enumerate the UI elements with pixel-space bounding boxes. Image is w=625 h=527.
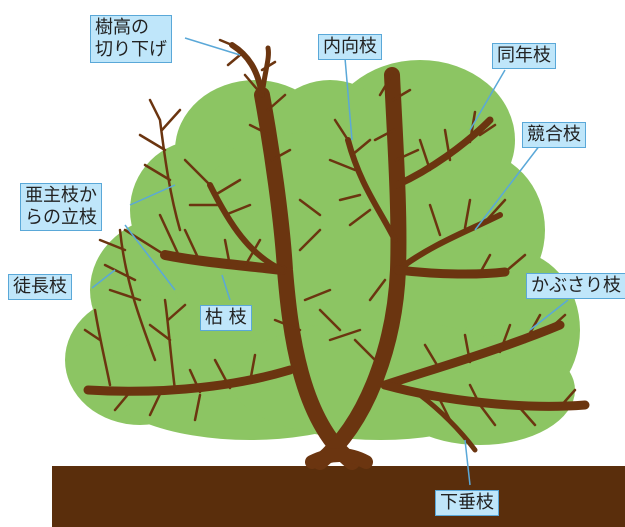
label-crown-cut: 樹高の 切り下げ — [90, 15, 172, 63]
label-drooping-branch: 下垂枝 — [435, 490, 499, 516]
trunk-base — [305, 448, 373, 469]
tree-branches — [83, 38, 590, 470]
label-inward-branch: 内向枝 — [318, 34, 382, 60]
label-dead-branch: 枯 枝 — [200, 305, 252, 331]
callout-leaders — [91, 37, 569, 486]
ground — [52, 466, 625, 527]
overlap-branch — [380, 320, 565, 390]
competing-branch — [395, 212, 503, 273]
label-competing-branch: 競合枝 — [522, 122, 586, 148]
tree-foliage — [65, 60, 580, 445]
label-parallel-branch: 同年枝 — [492, 43, 556, 69]
label-overlapping-branch: かぶさり枝 — [526, 273, 625, 299]
parallel-branch — [393, 116, 494, 189]
label-upright-from-subbranch: 亜主枝か らの立枝 — [20, 183, 102, 231]
dead-branch — [160, 250, 287, 275]
label-water-sprout: 徒長枝 — [8, 274, 72, 300]
